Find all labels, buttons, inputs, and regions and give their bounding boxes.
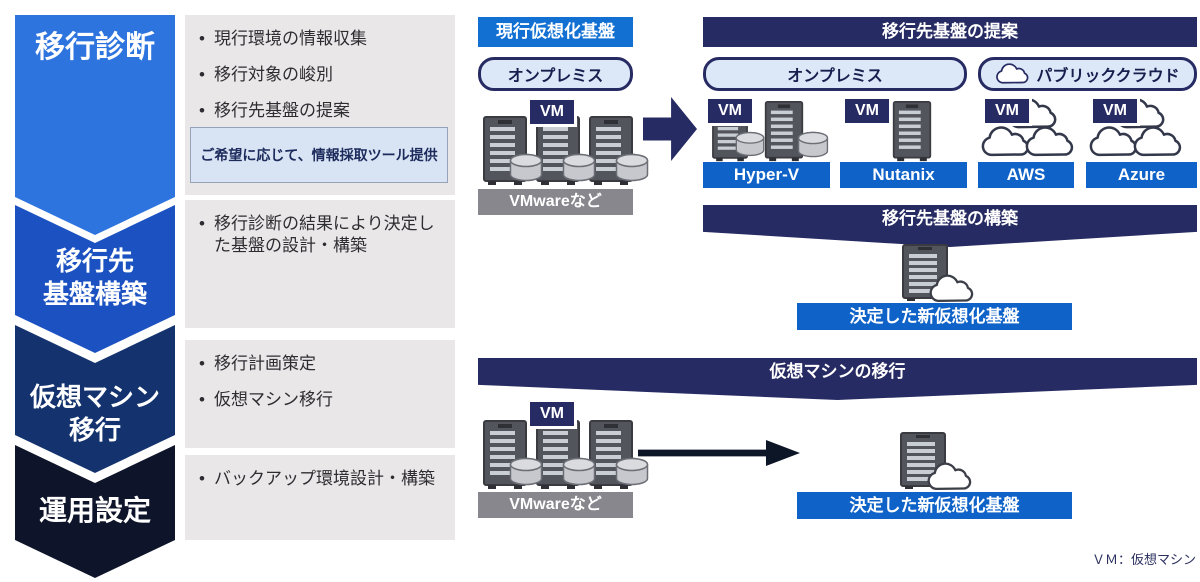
- disk-icon: [509, 457, 543, 486]
- detail-bullet: 移行先基盤の提案: [199, 100, 447, 122]
- detail-bullet: バックアップ環境設計・構築: [199, 468, 447, 490]
- tool-note: ご希望に応じて、情報採取ツール提供: [190, 127, 448, 183]
- disk-icon: [615, 457, 649, 486]
- detail-bullet: 移行診断の結果により決定した基盤の設計・構築: [199, 213, 447, 257]
- public-cloud-label: パブリッククラウド: [1036, 68, 1180, 85]
- build-banner: 移行先基盤の構築: [703, 205, 1197, 247]
- vm-badge: VM: [527, 399, 577, 429]
- vm-badge: VM: [705, 96, 755, 126]
- migration-result-bar: 決定した新仮想化基盤: [797, 492, 1072, 519]
- cloud-icon: [1024, 126, 1074, 158]
- detail-box-diagnosis: 現行環境の情報収集 移行対象の峻別 移行先基盤の提案 ご希望に応じて、情報採取ツ…: [185, 15, 455, 195]
- build-result-bar: 決定した新仮想化基盤: [797, 303, 1072, 330]
- disk-icon: [797, 131, 829, 158]
- cloud-icon: [926, 462, 972, 492]
- current-platform-bar: VMwareなど: [478, 189, 633, 215]
- onprem-label: オンプレミス: [507, 68, 604, 85]
- onprem-pill-current: オンプレミス: [478, 57, 633, 91]
- vm-badge: VM: [527, 97, 577, 127]
- public-cloud-pill: パブリッククラウド: [978, 57, 1197, 91]
- flow-step-label: 移行診断: [35, 31, 155, 64]
- cloud-icon: [1132, 126, 1182, 158]
- flow-step-label: 移行先: [55, 246, 134, 276]
- flow-step-label: 運用設定: [38, 495, 151, 526]
- cloud-icon: [1088, 126, 1138, 158]
- detail-box-build-platform: 移行診断の結果により決定した基盤の設計・構築: [185, 200, 455, 328]
- flow-step-label: 基盤構築: [42, 279, 147, 310]
- proposal-banner: 移行先基盤の提案: [703, 17, 1197, 47]
- platform-bar-azure: Azure: [1086, 162, 1197, 188]
- vm-badge: VM: [1090, 96, 1140, 126]
- onprem-label: オンプレミス: [787, 68, 883, 85]
- big-arrow-right-icon: [643, 97, 697, 161]
- cloud-icon: [980, 126, 1030, 158]
- flow-step-label: 仮想マシン: [29, 382, 160, 412]
- server-icon: [890, 101, 934, 162]
- arrow-right-icon: [638, 440, 800, 466]
- disk-icon: [735, 131, 765, 157]
- migration-source-bar: VMwareなど: [478, 492, 633, 518]
- vm-footnote: ＶＭ：仮想マシン: [1092, 552, 1197, 567]
- flow-step-diagnosis: 移行診断: [15, 15, 175, 235]
- detail-bullet: 移行対象の峻別: [199, 64, 447, 86]
- detail-bullet: 現行環境の情報収集: [199, 28, 447, 50]
- cloud-icon: [928, 274, 974, 304]
- flow-step-label: 移行: [68, 415, 121, 446]
- current-platform-header: 現行仮想化基盤: [478, 17, 633, 47]
- platform-bar-aws: AWS: [978, 162, 1074, 188]
- platform-bar-nutanix: Nutanix: [840, 162, 967, 188]
- platform-bar-hyperv: Hyper-V: [703, 162, 830, 188]
- disk-icon: [615, 153, 649, 182]
- detail-bullet: 移行計画策定: [199, 353, 447, 375]
- cloud-icon: [995, 63, 1029, 85]
- vm-badge: VM: [842, 96, 892, 126]
- disk-icon: [509, 153, 543, 182]
- migration-banner: 仮想マシンの移行: [478, 358, 1197, 400]
- detail-bullet: 仮想マシン移行: [199, 389, 447, 411]
- disk-icon: [562, 153, 596, 182]
- vm-badge: VM: [982, 96, 1032, 126]
- disk-icon: [562, 457, 596, 486]
- onprem-pill-proposal: オンプレミス: [703, 57, 967, 91]
- detail-box-vm-migration: 移行計画策定 仮想マシン移行: [185, 340, 455, 448]
- detail-box-operation: バックアップ環境設計・構築: [185, 455, 455, 540]
